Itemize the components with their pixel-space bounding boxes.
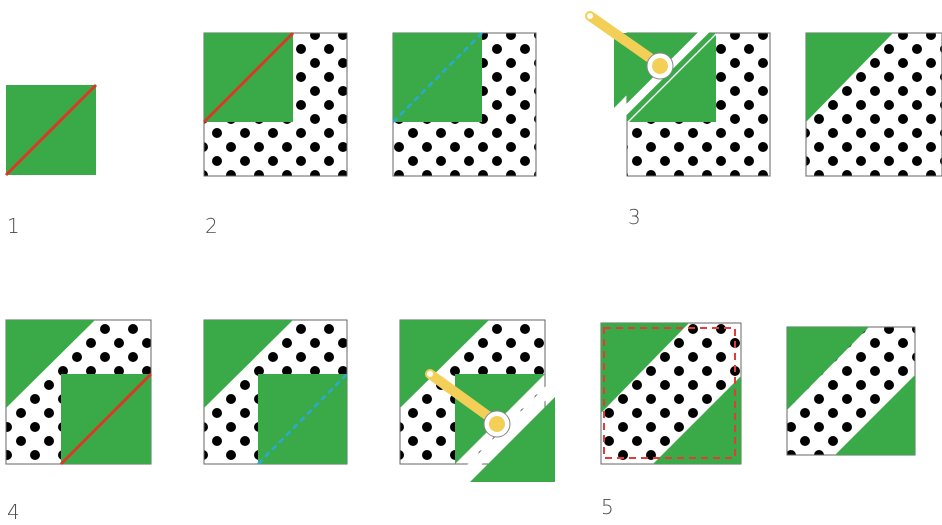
step-2-label: 2 — [205, 216, 218, 236]
step-3-label: 3 — [628, 207, 641, 227]
panel-1-green-square — [6, 85, 96, 175]
step-4-label: 4 — [7, 502, 20, 522]
panel-6-second-square — [6, 320, 151, 464]
panel-10-final-block — [787, 327, 915, 455]
panel-5-result — [806, 33, 942, 176]
panel-4-trim-corner — [587, 13, 770, 176]
step-1-label: 1 — [7, 216, 20, 236]
panel-8-trim-second — [400, 320, 568, 494]
step-5-label: 5 — [601, 497, 614, 517]
panel-3-sew-diagonal — [393, 33, 536, 176]
panel-2-place-square — [204, 33, 347, 176]
panel-9-square-up — [601, 323, 741, 464]
panel-7-sew-second — [204, 320, 347, 464]
